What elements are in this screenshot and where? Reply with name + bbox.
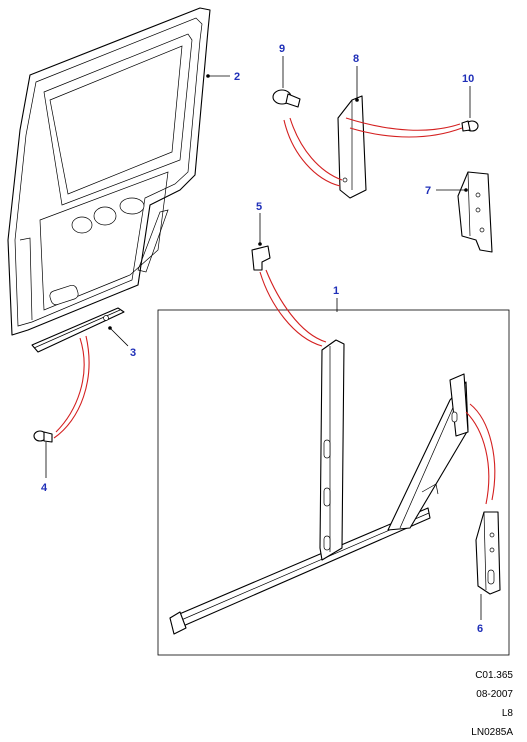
bolt-part-9 [272,89,301,108]
catalogue-reference: C01.365 [475,670,513,681]
callout-4: 4 [41,482,48,494]
callout-2: 2 [234,71,240,83]
callout-5: 5 [256,201,262,213]
drawing-number: LN0285A [471,727,513,738]
callout-8: 8 [353,53,359,65]
sill-strip-part-3 [31,307,125,353]
door-shell-part-2 [7,7,211,336]
bracket-part-5 [251,245,271,271]
callout-3: 3 [130,347,136,359]
callout-7: 7 [425,185,431,197]
issue-date: 08-2007 [476,689,513,700]
inset-frame [157,309,510,656]
bracket-part-6 [475,511,501,595]
callout-6: 6 [477,623,483,635]
callout-9: 9 [279,43,285,55]
callout-10: 10 [462,73,474,85]
bracket-part-7 [457,171,493,253]
fitment-lines [53,117,496,505]
bracket-part-8 [337,95,367,199]
clip-part-10 [461,120,479,132]
callout-1: 1 [333,285,339,297]
leader-lines [45,56,482,620]
callout-labels: 1 2 3 4 5 6 7 8 9 10 [41,43,483,635]
drawing-reference-block: C01.365 08-2007 L8 LN0285A [471,666,513,742]
frame-assembly-part-1 [169,339,469,635]
clip-part-4 [33,430,53,443]
model-code: L8 [501,708,513,719]
